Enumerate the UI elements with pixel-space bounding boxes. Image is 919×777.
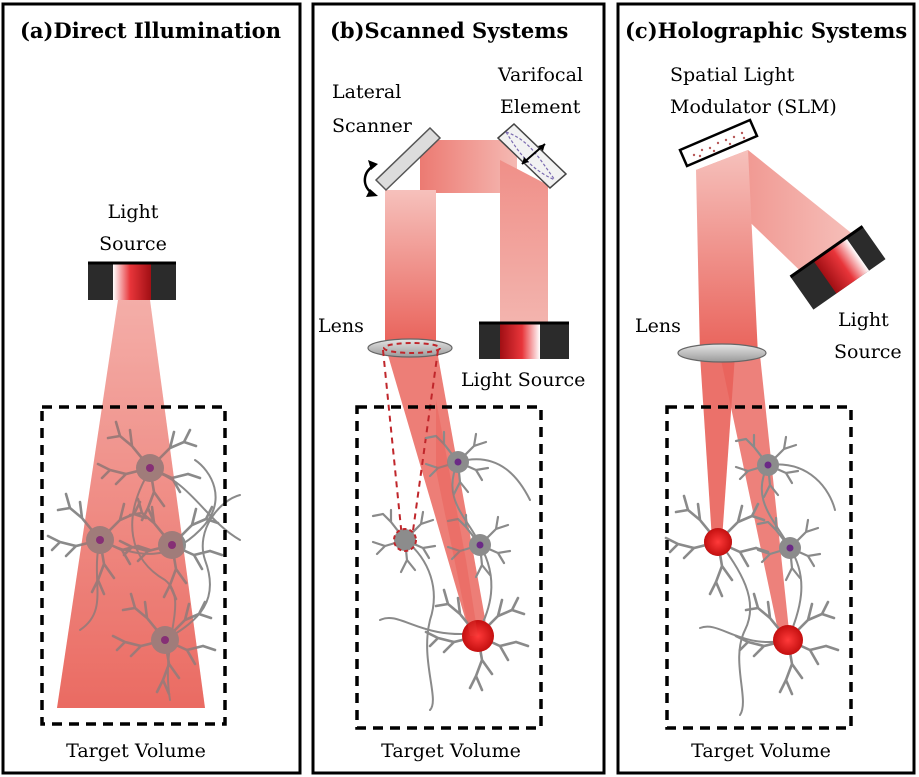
panel-c-target-box [665,405,853,730]
panel-c-light-source [789,225,886,310]
panel-a-title: (a)Direct Illumination [20,18,281,43]
panel-b-target-label: Target Volume [381,740,521,762]
panel-b-varifocal-label-1: Varifocal [497,64,583,86]
panel-c-beam-vertical [696,150,758,355]
panel-a-target-label: Target Volume [66,740,206,762]
panel-b-varifocal-element[interactable] [496,122,568,190]
panel-b-target-box [355,405,543,730]
panel-c-neurons [664,433,840,716]
panel-a-target-box [40,405,227,726]
panel-c-source-label-2: Source [834,341,902,363]
panel-b-scanner-label-1: Lateral [332,81,401,103]
panel-b-title: (b)Scanned Systems [330,18,568,43]
panel-a-source-label-2: Source [99,233,167,255]
panel-c-slm[interactable] [678,118,759,168]
panel-b-scan-cone-left [382,349,403,539]
panel-b-varifocal-label-2: Element [500,96,581,118]
panel-c-target-neuron-2 [773,625,803,655]
panel-a-neurons [46,300,241,708]
panel-c-slm-label-1: Spatial Light [670,64,795,86]
panel-c-beam-b [720,355,790,640]
panel-b-scan-cone-right [411,349,439,539]
panel-c-beam-a [700,355,735,540]
panel-a: (a)Direct Illumination Light Source [1,2,302,775]
panel-b-beam-top [420,140,517,193]
panel-c-target-neuron-1 [704,528,732,556]
panel-b-beam-left [385,190,436,345]
panel-b: (b)Scanned Systems Lateral Scanner Varif… [311,2,606,775]
panel-b-scanner-label-2: Scanner [332,115,413,137]
panel-b-lateral-scanner[interactable] [363,126,442,197]
panel-c-lens-label: Lens [635,315,681,337]
panel-b-source-label: Light Source [461,369,585,391]
panel-c-lens[interactable] [677,343,767,363]
panel-c-title: (c)Holographic Systems [625,18,907,43]
panel-c-slm-label-2: Modulator (SLM) [670,96,837,118]
panel-b-target-neuron [462,620,494,652]
panel-b-beam-focus [385,345,488,635]
panel-b-neurons [371,400,531,711]
panel-b-lens-label: Lens [318,315,364,337]
panel-b-beam-right [500,160,548,323]
panel-b-light-source [479,321,569,359]
panel-a-light-source [88,261,176,300]
panel-c-source-label-1: Light [838,309,889,331]
panel-b-frame [311,2,606,775]
panel-c-frame [616,2,916,775]
panel-c-target-label: Target Volume [691,740,831,762]
panel-c: (c)Holographic Systems Spatial Light Mod… [616,2,916,775]
panel-a-beam [57,300,205,708]
panel-a-source-label-1: Light [108,201,159,223]
